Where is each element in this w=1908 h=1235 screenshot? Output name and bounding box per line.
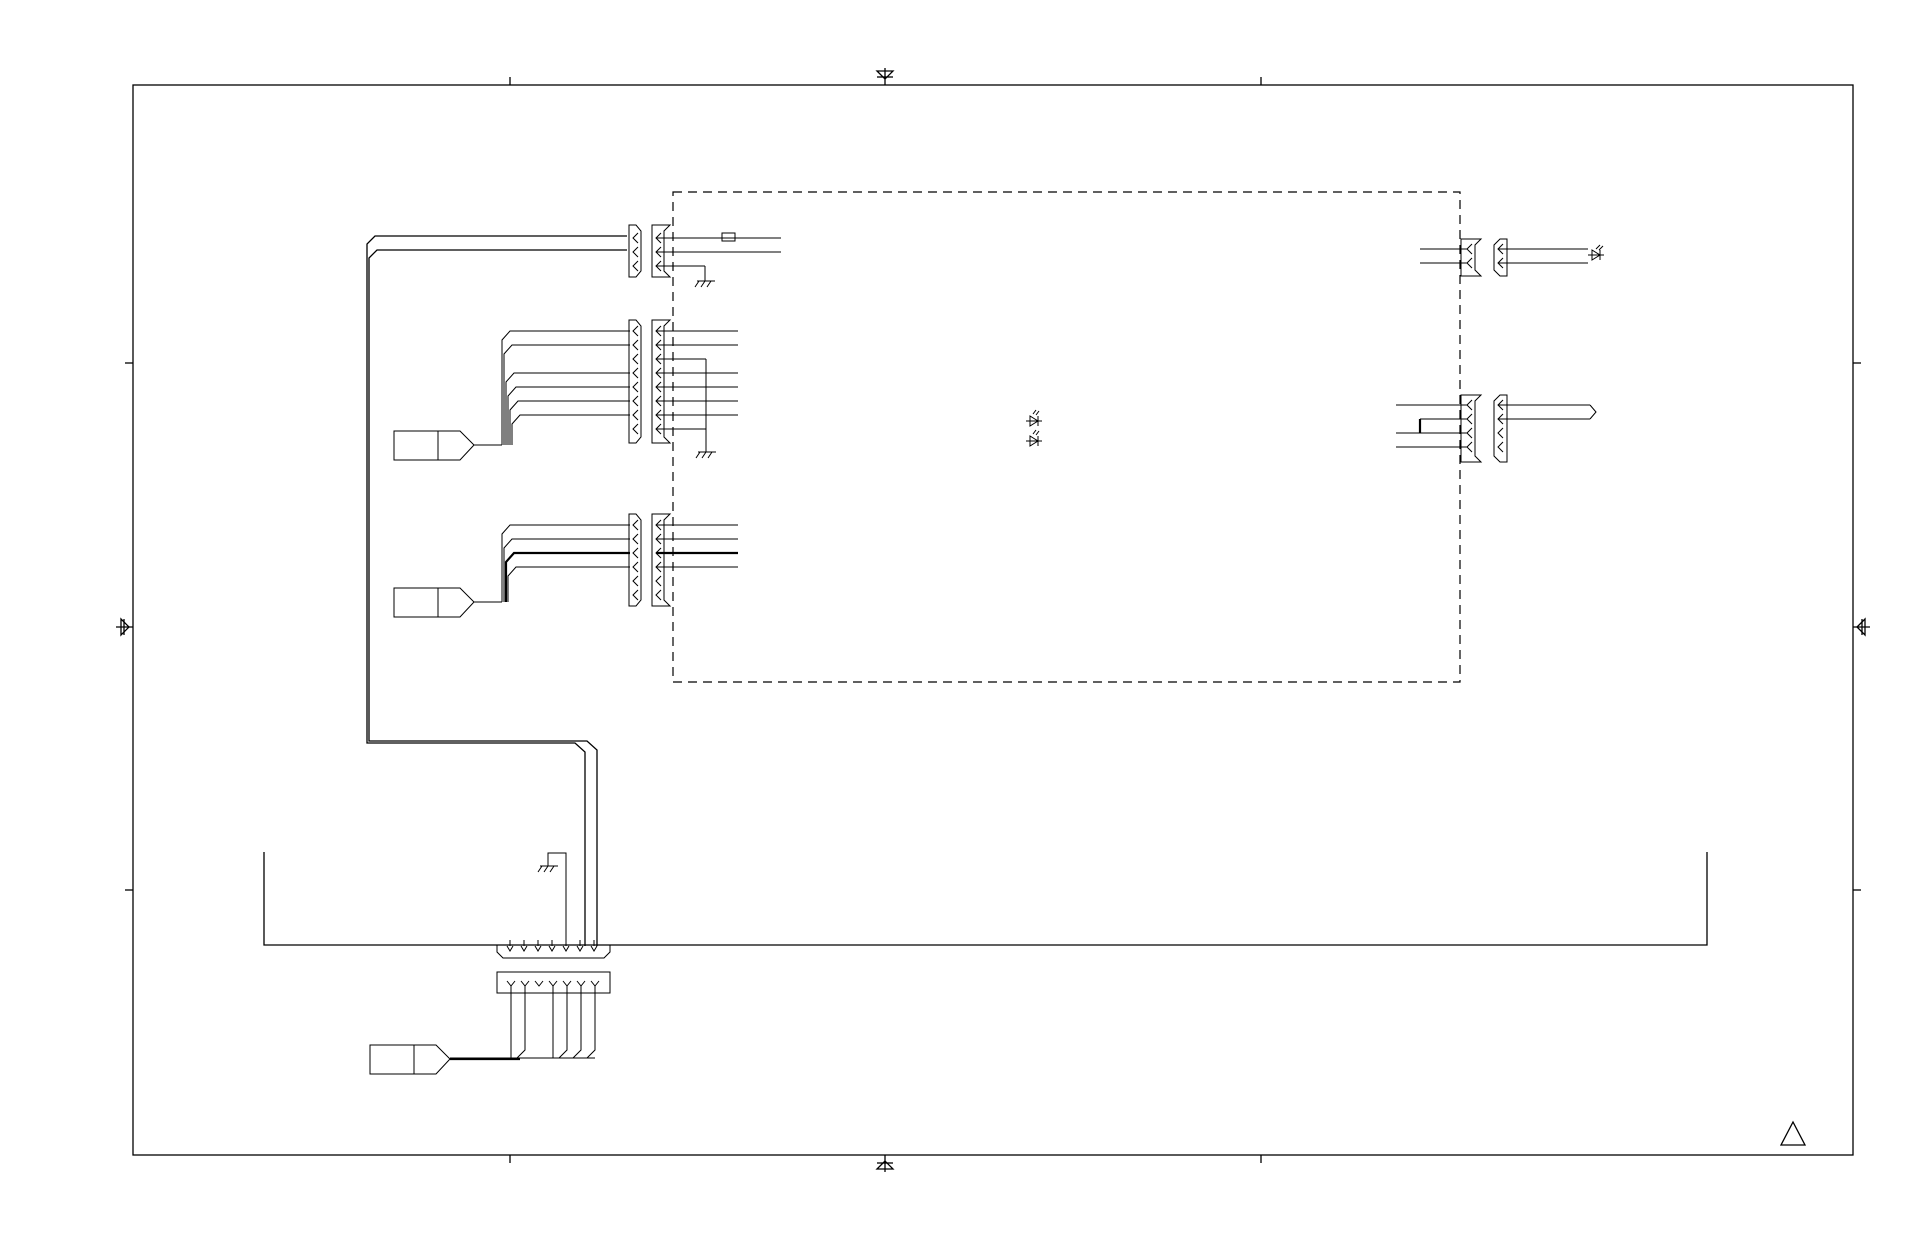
center-marker-right-icon — [1853, 617, 1870, 637]
connector-cn2 — [628, 319, 738, 452]
harness-main-loop — [366, 235, 627, 946]
center-marker-bottom-icon — [875, 1155, 895, 1172]
harness-cn3-bundle — [474, 524, 630, 603]
plug-connector-3 — [369, 1044, 451, 1075]
ground-symbol-3-icon — [537, 865, 558, 873]
ground-symbol-1-icon — [694, 280, 715, 288]
connector-cn1 — [628, 224, 781, 281]
center-marker-top-icon — [875, 68, 895, 85]
connector-cn3 — [628, 513, 738, 607]
connector-cn6-upper — [496, 940, 611, 959]
revision-triangle-icon — [1779, 1120, 1807, 1146]
ground-symbol-2-icon — [695, 451, 716, 459]
connector-cn4 — [1420, 238, 1588, 277]
harness-cn2-bundle — [474, 330, 630, 446]
center-marker-left-icon — [116, 617, 133, 637]
plug-connector-1 — [393, 430, 475, 461]
harness-bottom-bundle — [450, 986, 596, 1059]
led-output-icon — [1588, 244, 1604, 261]
sheet-frame — [132, 84, 1854, 1156]
led-symbol-icon — [1026, 409, 1042, 447]
frame-tick-marks — [125, 77, 1861, 1163]
chassis-frame-line — [263, 852, 1708, 946]
ground-wire-chassis — [547, 852, 567, 940]
pcb-board-outline — [672, 191, 1461, 683]
fuse-component — [721, 232, 736, 242]
connector-cn5 — [1396, 394, 1597, 463]
plug-connector-2 — [393, 587, 475, 618]
